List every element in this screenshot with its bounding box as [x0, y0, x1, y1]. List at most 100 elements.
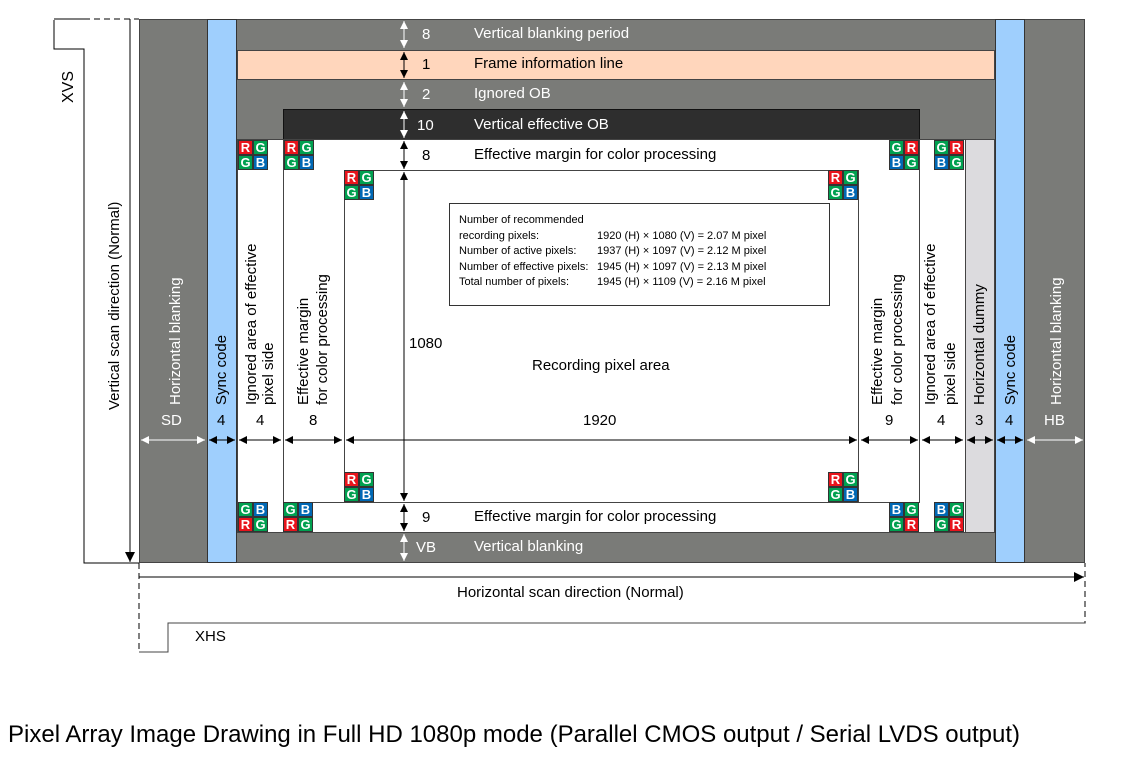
bayer-cell-r: R	[238, 517, 253, 532]
bayer-cell-r: R	[283, 517, 298, 532]
info-row: Number of active pixels:1937 (H) × 1097 …	[459, 245, 767, 257]
bayer-cell-r: R	[344, 170, 359, 185]
col-count-ignored-left: 4	[256, 412, 265, 429]
bayer-cell-g: G	[934, 140, 949, 155]
row-count-vertical-blanking-period: 8	[422, 26, 431, 43]
info-row: recording pixels:1920 (H) × 1080 (V) = 2…	[459, 229, 767, 242]
recording-area-label: Recording pixel area	[532, 357, 670, 374]
col-count-sync-left: 4	[217, 412, 226, 429]
bayer-cell-b: B	[889, 502, 904, 517]
figure-caption: Pixel Array Image Drawing in Full HD 108…	[8, 721, 1020, 748]
row-count-frame-information-line: 1	[422, 56, 431, 73]
bayer-cell-r: R	[949, 517, 964, 532]
col-label-ignored-right-1: Ignored area of effective	[922, 243, 939, 406]
sync-code-left	[207, 19, 237, 563]
xvs-signal-line	[53, 20, 139, 564]
bayer-cell-g: G	[253, 517, 268, 532]
info-row: Number of effective pixels:1945 (H) × 10…	[459, 260, 767, 273]
bayer-cell-r: R	[828, 472, 843, 487]
recording-width-label: 1920	[583, 412, 617, 429]
xhs-signal-line	[138, 563, 1086, 653]
info-title: Number of recommended	[459, 214, 584, 226]
col-label-ignored-left-2: pixel side	[260, 342, 277, 405]
col-label-sync-code-left: Sync code	[213, 334, 230, 405]
bayer-cell-g: G	[298, 517, 313, 532]
recording-height-label: 1080	[409, 335, 443, 352]
bayer-cell-r: R	[344, 472, 359, 487]
row-label-effective-margin-top: Effective margin for color processing	[474, 146, 717, 163]
bayer-cell-g: G	[253, 140, 268, 155]
bayer-cell-b: B	[299, 155, 314, 170]
bayer-cell-g: G	[344, 185, 359, 200]
bayer-cell-r: R	[904, 517, 919, 532]
row-count-effective-margin-bottom: 9	[422, 509, 431, 526]
row-count-ignored-ob: 2	[422, 86, 431, 103]
col-count-margin-left: 8	[309, 412, 318, 429]
col-count-hb: HB	[1044, 412, 1065, 429]
info-row: Total number of pixels:1945 (H) × 1109 (…	[459, 276, 766, 288]
col-label-margin-left-2: for color processing	[314, 274, 331, 405]
row-label-vertical-blanking: Vertical blanking	[474, 538, 584, 555]
bayer-cell-g: G	[904, 155, 919, 170]
col-label-ignored-left-1: Ignored area of effective	[243, 243, 260, 406]
bayer-cell-g: G	[238, 502, 253, 517]
bayer-cell-g: G	[843, 472, 858, 487]
bayer-cell-b: B	[934, 502, 949, 517]
row-count-vertical-blanking: VB	[416, 539, 437, 556]
bayer-cell-r: R	[904, 140, 919, 155]
row-count-vertical-effective-ob: 10	[417, 117, 434, 134]
col-label-margin-right-2: for color processing	[889, 274, 906, 405]
row-count-effective-margin-top: 8	[422, 147, 431, 164]
vertical-scan-label: Vertical scan direction (Normal)	[106, 201, 123, 410]
xvs-label: XVS	[60, 70, 77, 103]
row-label-effective-margin-bottom: Effective margin for color processing	[474, 508, 717, 525]
bayer-cell-g: G	[344, 487, 359, 502]
bayer-cell-g: G	[284, 155, 299, 170]
col-label-horizontal-dummy: Horizontal dummy	[971, 284, 988, 405]
col-count-ignored-right: 4	[937, 412, 946, 429]
bayer-cell-g: G	[889, 140, 904, 155]
col-label-margin-right-1: Effective margin	[869, 297, 886, 405]
bayer-cell-g: G	[949, 502, 964, 517]
bayer-cell-b: B	[359, 185, 374, 200]
frame-information-line	[237, 50, 995, 80]
bayer-cell-g: G	[283, 502, 298, 517]
bayer-cell-b: B	[843, 185, 858, 200]
bayer-cell-g: G	[828, 185, 843, 200]
bayer-cell-g: G	[934, 517, 949, 532]
col-label-ignored-right-2: pixel side	[942, 342, 959, 405]
col-count-margin-right: 9	[885, 412, 894, 429]
sync-code-right	[995, 19, 1025, 563]
row-label-vertical-effective-ob: Vertical effective OB	[474, 116, 609, 133]
col-count-dummy: 3	[975, 412, 984, 429]
bayer-cell-r: R	[238, 140, 253, 155]
col-label-horizontal-blanking-left: Horizontal blanking	[167, 277, 184, 405]
bayer-cell-r: R	[284, 140, 299, 155]
xhs-label: XHS	[195, 628, 226, 645]
bayer-cell-g: G	[843, 170, 858, 185]
bayer-cell-g: G	[889, 517, 904, 532]
bayer-cell-b: B	[253, 155, 268, 170]
bayer-cell-g: G	[904, 502, 919, 517]
bayer-cell-r: R	[949, 140, 964, 155]
pixel-count-info-box: Number of recommended recording pixels:1…	[449, 203, 830, 306]
bayer-cell-b: B	[298, 502, 313, 517]
bayer-cell-b: B	[934, 155, 949, 170]
bayer-cell-g: G	[949, 155, 964, 170]
col-count-sync-right: 4	[1005, 412, 1014, 429]
horizontal-dummy-area	[965, 139, 995, 533]
bayer-cell-g: G	[359, 472, 374, 487]
horizontal-scan-label: Horizontal scan direction (Normal)	[457, 584, 684, 601]
bayer-cell-g: G	[299, 140, 314, 155]
col-label-sync-code-right: Sync code	[1002, 334, 1019, 405]
bayer-cell-g: G	[238, 155, 253, 170]
